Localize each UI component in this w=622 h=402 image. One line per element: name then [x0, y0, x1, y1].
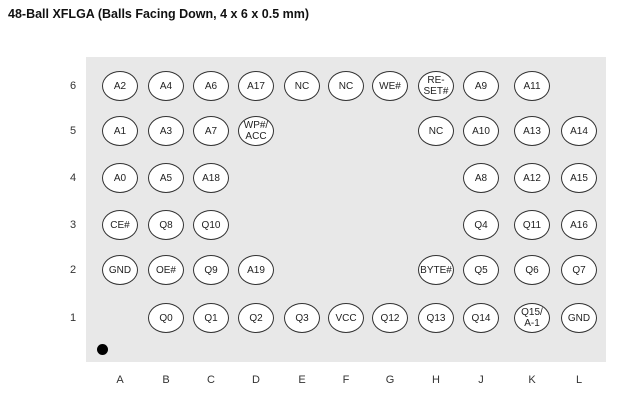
ball-a6: A2 [102, 71, 138, 101]
row-label-1: 1 [69, 312, 77, 324]
row-label-2: 2 [69, 264, 77, 276]
column-label-a: A [116, 374, 124, 386]
column-label-c: C [207, 374, 215, 386]
column-label-d: D [252, 374, 260, 386]
ball-a5: A1 [102, 116, 138, 146]
ball-l4: A15 [561, 163, 597, 193]
ball-j1: Q14 [463, 303, 499, 333]
ball-c4: A18 [193, 163, 229, 193]
ball-c5: A7 [193, 116, 229, 146]
column-label-l: L [575, 374, 583, 386]
column-label-e: E [298, 374, 306, 386]
ball-h5: NC [418, 116, 454, 146]
ball-b6: A4 [148, 71, 184, 101]
ball-h2: BYTE# [418, 255, 454, 285]
ball-d6: A17 [238, 71, 274, 101]
ball-a4: A0 [102, 163, 138, 193]
ball-j6: A9 [463, 71, 499, 101]
ball-b2: OE# [148, 255, 184, 285]
ball-j3: Q4 [463, 210, 499, 240]
column-label-k: K [528, 374, 536, 386]
row-label-4: 4 [69, 172, 77, 184]
ball-k5: A13 [514, 116, 550, 146]
row-label-5: 5 [69, 125, 77, 137]
ball-e1: Q3 [284, 303, 320, 333]
ball-g6: WE# [372, 71, 408, 101]
ball-c2: Q9 [193, 255, 229, 285]
ball-h6: RE- SET# [418, 71, 454, 101]
ball-g1: Q12 [372, 303, 408, 333]
ball-e6: NC [284, 71, 320, 101]
ball-k2: Q6 [514, 255, 550, 285]
ball-k1: Q15/ A-1 [514, 303, 550, 333]
ball-a2: GND [102, 255, 138, 285]
ball-l3: A16 [561, 210, 597, 240]
ball-j5: A10 [463, 116, 499, 146]
column-label-g: G [385, 374, 395, 386]
ball-k6: A11 [514, 71, 550, 101]
ball-d1: Q2 [238, 303, 274, 333]
diagram-title: 48-Ball XFLGA (Balls Facing Down, 4 x 6 … [8, 7, 310, 21]
row-label-3: 3 [69, 219, 77, 231]
pin-1-dot [97, 344, 108, 355]
ball-l5: A14 [561, 116, 597, 146]
ball-c3: Q10 [193, 210, 229, 240]
ball-h1: Q13 [418, 303, 454, 333]
row-label-6: 6 [69, 80, 77, 92]
column-label-j: J [478, 374, 484, 386]
ball-a3: CE# [102, 210, 138, 240]
ball-k4: A12 [514, 163, 550, 193]
ball-f1: VCC [328, 303, 364, 333]
ball-b1: Q0 [148, 303, 184, 333]
ball-b5: A3 [148, 116, 184, 146]
ball-k3: Q11 [514, 210, 550, 240]
ball-c1: Q1 [193, 303, 229, 333]
column-label-h: H [432, 374, 440, 386]
ball-f6: NC [328, 71, 364, 101]
ball-d2: A19 [238, 255, 274, 285]
ball-c6: A6 [193, 71, 229, 101]
ball-b4: A5 [148, 163, 184, 193]
ball-j4: A8 [463, 163, 499, 193]
ball-l2: Q7 [561, 255, 597, 285]
column-label-b: B [162, 374, 170, 386]
ball-d5: WP#/ ACC [238, 116, 274, 146]
column-label-f: F [342, 374, 350, 386]
ball-l1: GND [561, 303, 597, 333]
ball-j2: Q5 [463, 255, 499, 285]
ball-b3: Q8 [148, 210, 184, 240]
